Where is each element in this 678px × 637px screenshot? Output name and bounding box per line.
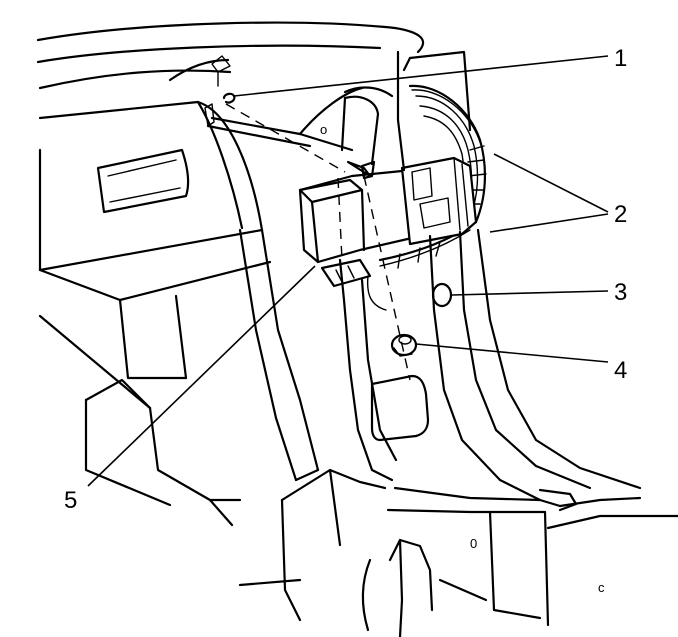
installation-guide-lines <box>225 103 411 381</box>
callout-1: 1 <box>614 45 627 72</box>
upper-bracket <box>168 55 394 152</box>
pillar-trim <box>338 50 642 502</box>
edge-mark: c <box>598 580 605 595</box>
lower-hole-mark: 0 <box>470 536 477 551</box>
upper-hole-mark: o <box>320 122 327 137</box>
callout-2: 2 <box>614 201 627 228</box>
callout-leader-lines <box>87 55 609 487</box>
floor-sill-area <box>361 486 678 637</box>
callout-3: 3 <box>614 279 627 306</box>
left-trim-panel <box>36 21 425 622</box>
electrical-module <box>298 156 478 288</box>
callout-4: 4 <box>614 357 627 384</box>
callout-5: 5 <box>64 487 77 514</box>
